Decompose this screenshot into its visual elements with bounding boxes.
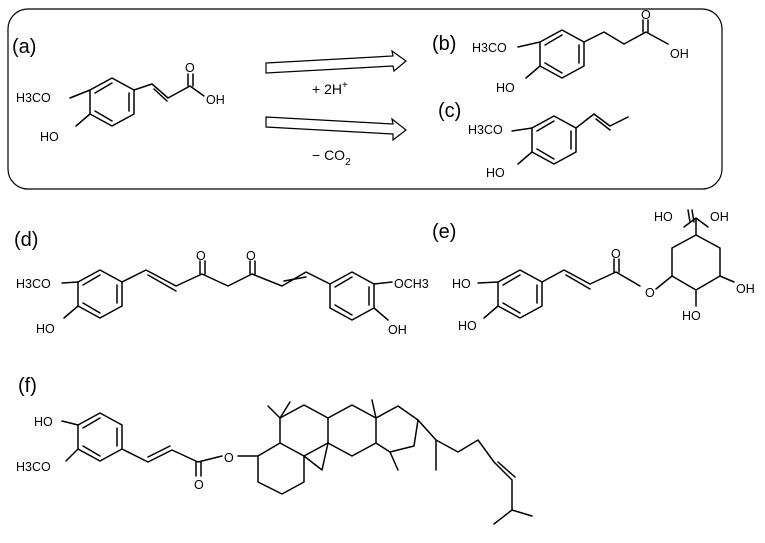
methoxy-group: H3CO [468, 123, 503, 137]
secondary-hydroxyl-bottom: HO [682, 309, 701, 323]
carbonyl-bond [187, 73, 194, 87]
structure-e-chlorogenic-acid: (e) HO HO O O HO OH OH HO [432, 209, 755, 333]
aromatic-double-bonds-left [82, 274, 118, 314]
quinic-ring [655, 234, 721, 291]
acid-hydroxyl: OH [670, 47, 689, 61]
vinyl-group [575, 113, 629, 131]
aromatic-double-bonds [82, 417, 118, 457]
diketone-carbonyls [199, 260, 256, 275]
condition-decarboxylation: − CO2 [312, 147, 351, 168]
cyclopentane-ring-d [375, 405, 419, 453]
panel-label-a: (a) [12, 36, 36, 58]
steroid-ring-c [327, 404, 377, 457]
aromatic-double-bonds [544, 34, 580, 74]
benzene-ring [77, 412, 123, 462]
structure-c-vinylguaiacol: (c) H3CO HO [438, 100, 629, 180]
carbonyl-oxygen: O [185, 61, 195, 75]
substituent-bonds [69, 89, 91, 127]
heptadienedione-chain [121, 269, 331, 287]
substituent-bonds [511, 127, 533, 165]
methoxy-group: H3CO [16, 91, 51, 105]
catechol-ring [497, 269, 543, 319]
phenol-hydroxyl-left: HO [36, 322, 55, 336]
phenol-hydroxyl-right: OH [388, 323, 407, 337]
aromatic-double-bonds-right [334, 276, 370, 316]
phenol-hydroxyl: HO [40, 130, 59, 144]
acid-hydroxyl: OH [206, 93, 225, 107]
condition-hydrogenation: + 2H+ [312, 80, 348, 97]
ester-carbonyl-oxygen: O [194, 478, 204, 492]
panel-label-d: (d) [14, 229, 38, 251]
alkene-double-bond [565, 274, 591, 290]
gem-dimethyl [267, 401, 291, 419]
carbonyl-oxygen-2: O [246, 249, 256, 263]
panel-label-b: (b) [432, 33, 456, 55]
structure-f-cycloartenyl-ferulate: (f) HO H3CO O O [16, 375, 533, 525]
ester-carbonyl-oxygen: O [611, 247, 621, 261]
steroid-ring-b [279, 404, 329, 457]
aromatic-double-bonds [94, 82, 130, 122]
carbonyl-oxygen-1: O [196, 249, 206, 263]
hollow-arrow-hydrogenation [265, 49, 407, 74]
alkene-double-bonds [147, 274, 307, 292]
panel-label-c: (c) [438, 100, 461, 122]
propanoic-chain [583, 31, 669, 45]
benzene-ring-right [329, 271, 375, 321]
secondary-hydroxyl-right: OH [736, 282, 755, 296]
ester-carbonyl [613, 258, 620, 273]
structure-b-dihydroferulic-acid: (b) H3CO O OH HO [432, 8, 689, 95]
aromatic-double-bonds [502, 274, 538, 314]
tertiary-hydroxyl: OH [710, 210, 729, 224]
reaction-arrow-top: + 2H+ [265, 49, 407, 97]
ester-oxygen: O [224, 451, 234, 465]
panel-label-e: (e) [432, 221, 456, 243]
phenol-hydroxyl: HO [34, 415, 53, 429]
side-chain-double-bond [497, 461, 516, 478]
phenol-hydroxyl: HO [486, 166, 505, 180]
methoxy-group: H3CO [472, 41, 507, 55]
substituent-bonds [61, 420, 79, 462]
substituent-bonds-left [61, 281, 79, 319]
cyclopropane-bridge [303, 442, 329, 471]
benzene-ring [89, 77, 135, 127]
benzene-ring-left [77, 269, 123, 319]
carboxyl-hydroxyl: HO [654, 210, 673, 224]
carbonyl-bond [642, 19, 649, 33]
panel-label-f: (f) [18, 375, 37, 397]
feruloyl-chain [121, 448, 223, 463]
methoxy-group-right: OCH3 [394, 277, 429, 291]
ester-carbonyl [195, 461, 202, 477]
angular-methyls [371, 399, 399, 471]
ester-oxygen: O [645, 286, 655, 300]
propenoic-chain [133, 83, 205, 99]
methoxy-group: H3CO [16, 460, 51, 474]
caffeoyl-chain [541, 269, 641, 287]
side-chain [417, 419, 533, 525]
catechol-hydroxyl-2: HO [458, 319, 477, 333]
methoxy-group-left: H3CO [16, 277, 51, 291]
catechol-hydroxyl-1: HO [452, 277, 471, 291]
alkene-double-bond [153, 88, 168, 102]
substituent-bonds-right [373, 281, 393, 321]
reaction-arrow-bottom: − CO2 [265, 116, 407, 168]
structure-a-ferulic-acid: (a) H3CO OH O HO [12, 36, 225, 144]
steroid-ring-a [257, 442, 305, 495]
phenol-hydroxyl: HO [496, 81, 515, 95]
aromatic-double-bonds [536, 120, 572, 160]
substituent-bonds [517, 41, 541, 79]
benzene-ring [539, 29, 585, 79]
quaternary-carbon-bonds [683, 217, 709, 236]
alkene-double-bond [147, 445, 171, 458]
benzene-ring [531, 115, 577, 165]
hydroxyl-bonds [477, 281, 499, 319]
carboxyl-double-bond [687, 209, 695, 223]
structure-d-curcumin: (d) H3CO HO O O OCH3 OH [14, 229, 429, 337]
reaction-scheme-frame [7, 8, 723, 190]
carbonyl-oxygen: O [641, 8, 651, 22]
hydroxyl-bond-right [719, 275, 735, 283]
hollow-arrow-decarboxylation [265, 116, 407, 142]
